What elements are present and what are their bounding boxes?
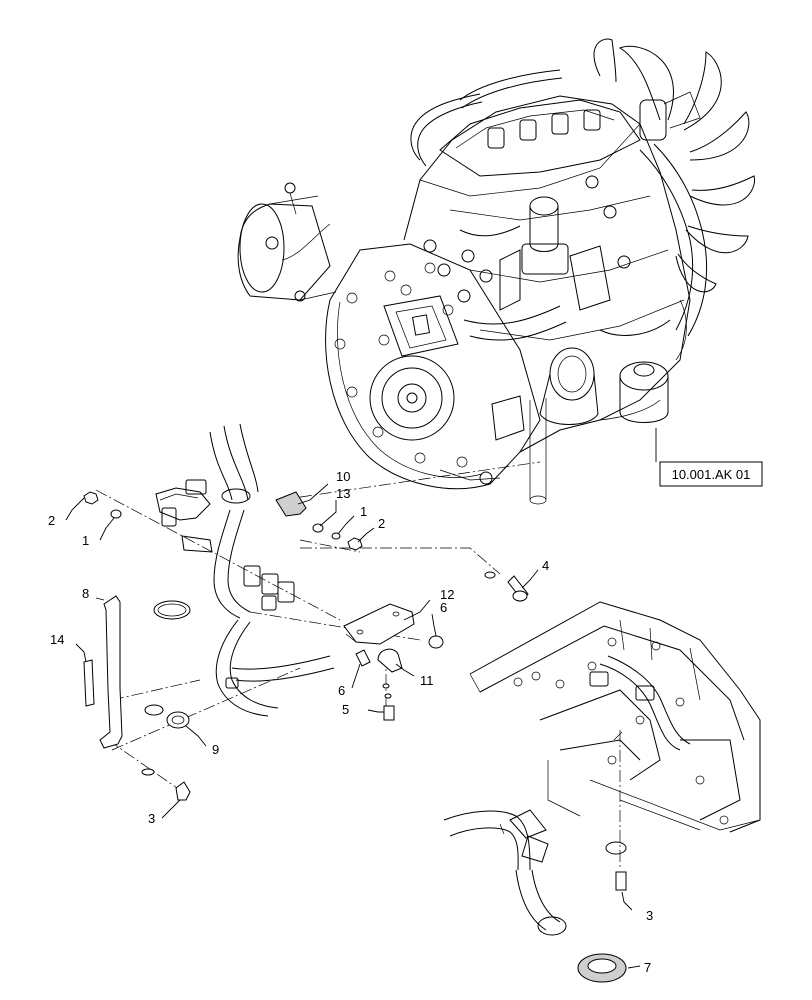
assembly-centerlines bbox=[95, 461, 621, 870]
callout-leaders bbox=[65, 483, 641, 969]
reference-label: 10.001.AK 01 bbox=[672, 467, 751, 482]
clip-part-10 bbox=[275, 491, 307, 517]
callout-3b: 3 bbox=[646, 908, 653, 923]
grommet-part-6a bbox=[428, 635, 444, 649]
clamp-part-11 bbox=[377, 648, 403, 673]
hardware-parts bbox=[83, 491, 529, 801]
callout-8: 8 bbox=[82, 586, 89, 601]
callout-14: 14 bbox=[50, 632, 64, 647]
fitting-part-6b bbox=[355, 649, 371, 667]
callout-11: 11 bbox=[420, 673, 434, 688]
callout-labels: 2 1 10 13 1 2 4 8 12 6 14 6 11 5 9 3 3 7 bbox=[48, 469, 653, 975]
callout-6a: 6 bbox=[440, 600, 447, 615]
grommet-part-9 bbox=[166, 711, 190, 729]
sleeve-part-14 bbox=[83, 659, 95, 707]
callout-2a: 2 bbox=[48, 513, 55, 528]
callout-13: 13 bbox=[336, 486, 350, 501]
callout-1b: 1 bbox=[360, 504, 367, 519]
callout-4: 4 bbox=[542, 558, 549, 573]
engine-assembly bbox=[237, 38, 756, 505]
callout-9: 9 bbox=[212, 742, 219, 757]
chassis-frame bbox=[443, 601, 761, 983]
callout-2b: 2 bbox=[378, 516, 385, 531]
washer-part-1a bbox=[110, 509, 122, 519]
bolt-part-3a bbox=[175, 781, 191, 801]
callout-3a: 3 bbox=[148, 811, 155, 826]
bolt-part-5 bbox=[383, 705, 395, 721]
callout-1a: 1 bbox=[82, 533, 89, 548]
callout-12: 12 bbox=[440, 587, 454, 602]
reference-box bbox=[659, 461, 763, 487]
bolt-part-3b bbox=[615, 871, 627, 891]
washer-part-1b bbox=[331, 532, 341, 540]
wire-harness bbox=[153, 423, 335, 717]
callout-7: 7 bbox=[644, 960, 651, 975]
callout-6b: 6 bbox=[338, 683, 345, 698]
callout-5: 5 bbox=[342, 702, 349, 717]
bracket-part-12 bbox=[343, 603, 415, 645]
strap-part-8 bbox=[99, 595, 123, 749]
callout-10: 10 bbox=[336, 469, 350, 484]
engine-reference-callout: 10.001.AK 01 bbox=[655, 428, 763, 487]
nut-part-2a bbox=[83, 491, 99, 505]
